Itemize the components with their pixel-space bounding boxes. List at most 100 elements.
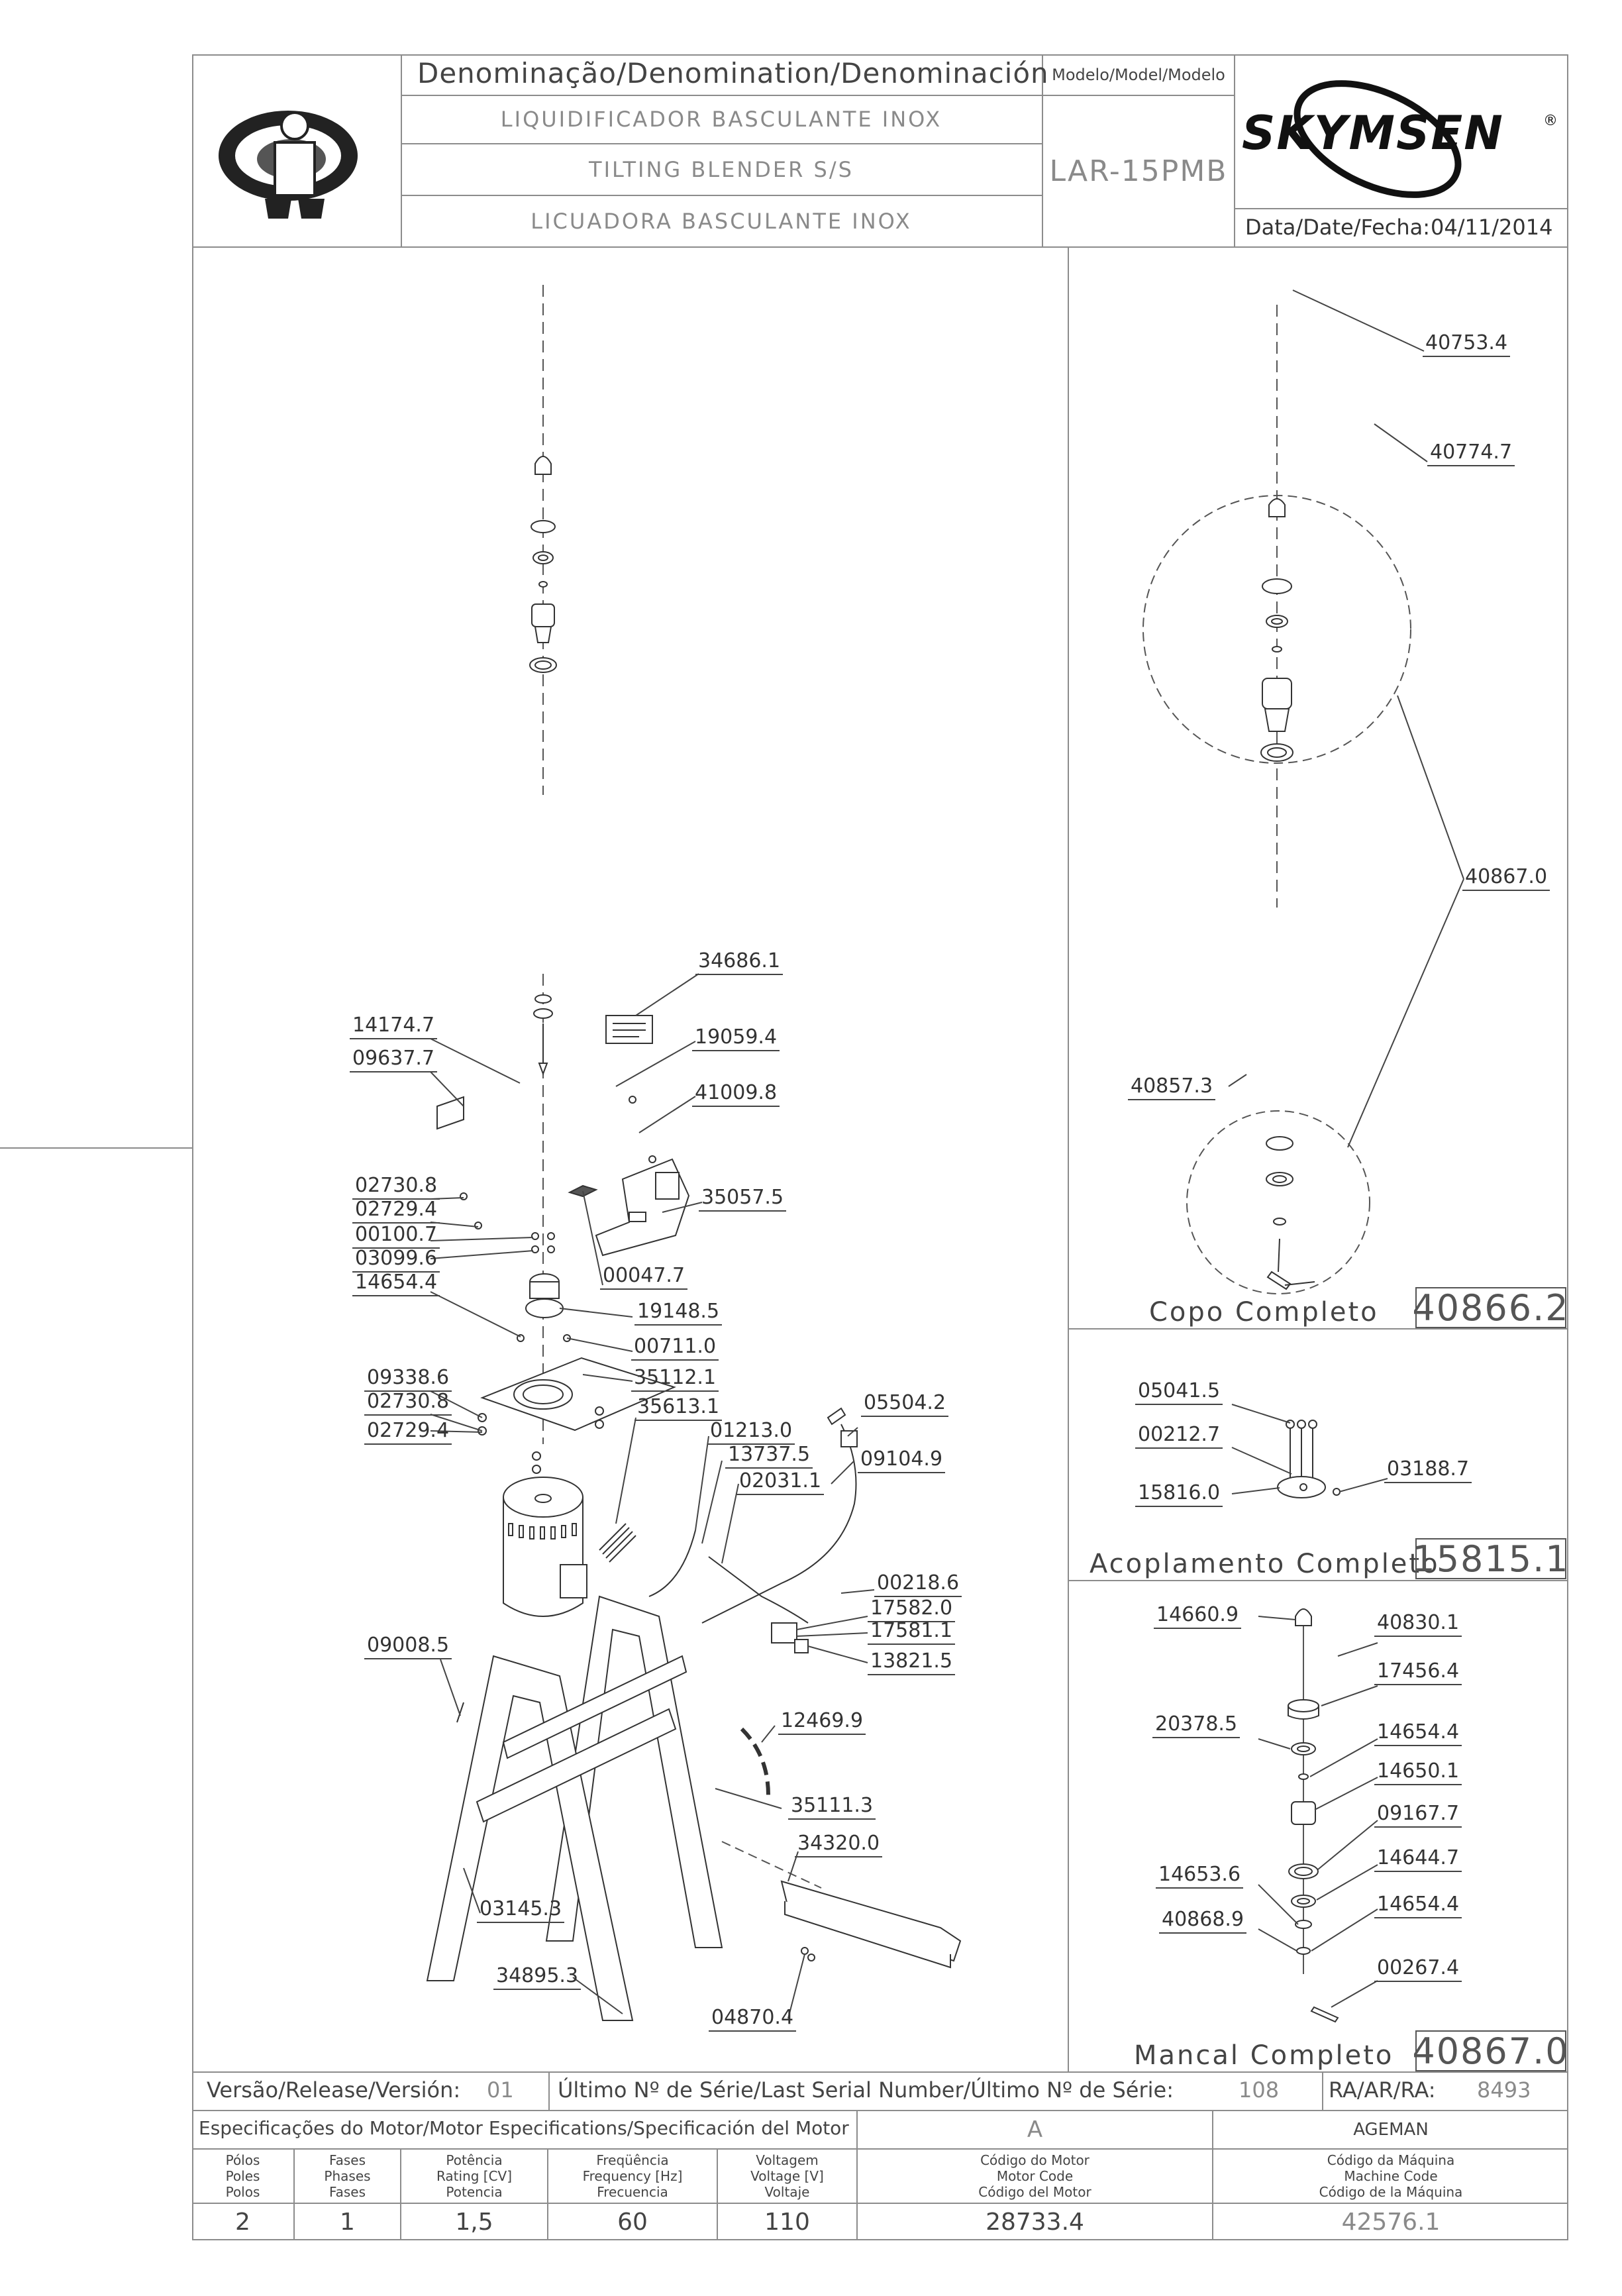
callout-14650-1: 14650.1 [1374, 1759, 1462, 1785]
motor-letter: A [1027, 2116, 1043, 2143]
callout-13737-5: 13737.5 [725, 1443, 813, 1469]
callout-00711-0: 00711.0 [631, 1335, 719, 1361]
callout-14654-4-mancal-a: 14654.4 [1374, 1720, 1462, 1746]
callout-03099-6: 03099.6 [352, 1247, 440, 1273]
mancal-code: 40867.0 [1412, 2030, 1570, 2072]
motor-manufacturer: AGEMAN [1353, 2120, 1429, 2140]
callout-35613-1: 35613.1 [634, 1395, 723, 1421]
callout-04870-4: 04870.4 [709, 2006, 797, 2032]
col-power-en: Rating [CV] [436, 2168, 513, 2184]
callout-00212-7: 00212.7 [1135, 1423, 1223, 1449]
callout-12469-9: 12469.9 [778, 1709, 866, 1735]
col-machine-code-pt: Código da Máquina [1327, 2152, 1455, 2168]
header-divider-3 [1234, 54, 1235, 248]
header-rule-1 [401, 95, 1042, 96]
acoplamento-title: Acoplamento Completo [1090, 1549, 1440, 1579]
serial-label: Último Nº de Série/Last Serial Number/Úl… [558, 2077, 1174, 2103]
footer-v-1 [548, 2071, 550, 2110]
callout-02031-1: 02031.1 [736, 1469, 825, 1495]
product-name-pt: LIQUIDIFICADOR BASCULANTE INOX [500, 107, 942, 132]
col-frequency-es: Frecuencia [597, 2184, 668, 2200]
callout-02729-4-b: 02729.4 [364, 1419, 452, 1445]
col-motor-code: Código do Motor Motor Code Código del Mo… [858, 2150, 1212, 2203]
copo-code: 40866.2 [1412, 1286, 1570, 1329]
col-poles-pt: Pólos [225, 2152, 260, 2168]
date-rule [1234, 208, 1568, 209]
callout-02730-8-b: 02730.8 [364, 1390, 452, 1416]
footer-v-3 [856, 2110, 858, 2240]
leader-lines [430, 289, 1464, 2019]
header-bottom [192, 246, 1568, 248]
col-motor-code-pt: Código do Motor [980, 2152, 1090, 2168]
version-label: Versão/Release/Versión: [207, 2077, 461, 2103]
footer-rule-top [192, 2071, 1568, 2073]
callout-35112-1: 35112.1 [631, 1366, 719, 1392]
callout-14660-9: 14660.9 [1154, 1603, 1242, 1629]
value-motor-code: 28733.4 [986, 2209, 1084, 2236]
header-rule-2 [401, 143, 1042, 144]
col-motor-code-es: Código del Motor [978, 2184, 1091, 2200]
col-voltage-en: Voltage [V] [750, 2168, 824, 2184]
model-label: Modelo/Model/Modelo [1052, 65, 1225, 84]
callout-14644-7: 14644.7 [1374, 1846, 1462, 1872]
footer-v-4 [1212, 2110, 1213, 2240]
callout-13821-5: 13821.5 [868, 1649, 956, 1675]
value-voltage: 110 [764, 2209, 810, 2236]
col-frequency: Freqüência Frequency [Hz] Frecuencia [548, 2150, 717, 2203]
callout-17456-4: 17456.4 [1374, 1659, 1462, 1685]
denomination-title: Denominação/Denomination/Denominación [417, 57, 1049, 89]
callout-40753-4: 40753.4 [1423, 331, 1511, 357]
authorized-service-seal [219, 111, 358, 219]
col-poles-es: Polos [225, 2184, 260, 2200]
callout-35111-3: 35111.3 [788, 1794, 876, 1820]
callout-02730-8-a: 02730.8 [352, 1174, 440, 1200]
value-machine-code: 42576.1 [1341, 2209, 1441, 2236]
header-divider-1 [401, 54, 402, 248]
col-voltage: Voltagem Voltage [V] Voltaje [718, 2150, 856, 2203]
footer-v-2 [1322, 2071, 1323, 2110]
callout-41009-8: 41009.8 [692, 1081, 780, 1107]
callout-40867-0-copo: 40867.0 [1462, 865, 1550, 891]
side-panel-divider [1068, 246, 1069, 2071]
col-phases-es: Fases [329, 2184, 366, 2200]
copo-title: Copo Completo [1149, 1297, 1379, 1328]
callout-34895-3: 34895.3 [493, 1964, 582, 1990]
value-phases: 1 [340, 2209, 355, 2236]
serial-value: 108 [1239, 2077, 1280, 2103]
col-poles: Pólos Poles Polos [192, 2150, 293, 2203]
footer-v-6 [400, 2148, 401, 2240]
callout-19059-4: 19059.4 [692, 1025, 780, 1051]
seal-text: ASSISTÊNCIA TÉCNICA AUTORIZADA [199, 231, 331, 239]
callout-19148-5: 19148.5 [634, 1300, 723, 1326]
stand-frame [426, 1595, 962, 2021]
blade-assembly-top [529, 285, 557, 795]
value-poles: 2 [235, 2209, 250, 2236]
callout-00100-7: 00100.7 [352, 1223, 440, 1249]
header-divider-2 [1042, 54, 1043, 248]
model-value: LAR-15PMB [1049, 154, 1228, 188]
callout-34686-1: 34686.1 [695, 949, 784, 975]
callout-09637-7: 09637.7 [350, 1047, 438, 1072]
brand-name: SKYMSEN [1242, 106, 1504, 160]
product-name-es: LICUADORA BASCULANTE INOX [531, 209, 912, 234]
ra-value: 8493 [1477, 2077, 1531, 2103]
header-rule-3 [401, 195, 1042, 196]
value-frequency: 60 [617, 2209, 648, 2236]
mancal-title: Mancal Completo [1134, 2040, 1394, 2071]
footer-v-5 [293, 2148, 295, 2240]
callout-40774-7: 40774.7 [1427, 441, 1515, 466]
col-power: Potência Rating [CV] Potencia [401, 2150, 547, 2203]
footer-v-8 [717, 2148, 718, 2240]
motor-mount-assembly [436, 974, 690, 1474]
col-power-pt: Potência [446, 2152, 503, 2168]
col-voltage-es: Voltaje [764, 2184, 810, 2200]
callout-05041-5: 05041.5 [1135, 1379, 1223, 1405]
callout-40857-3: 40857.3 [1128, 1074, 1216, 1100]
ra-label: RA/AR/RA: [1329, 2077, 1436, 2103]
date-label: Data/Date/Fecha: [1245, 215, 1431, 240]
callout-00267-4: 00267.4 [1374, 1956, 1462, 1982]
callout-14653-6: 14653.6 [1156, 1863, 1244, 1889]
callout-20378-5: 20378.5 [1152, 1712, 1241, 1738]
col-machine-code: Código da Máquina Machine Code Código de… [1213, 2150, 1568, 2203]
callout-09008-5: 09008.5 [364, 1634, 452, 1659]
